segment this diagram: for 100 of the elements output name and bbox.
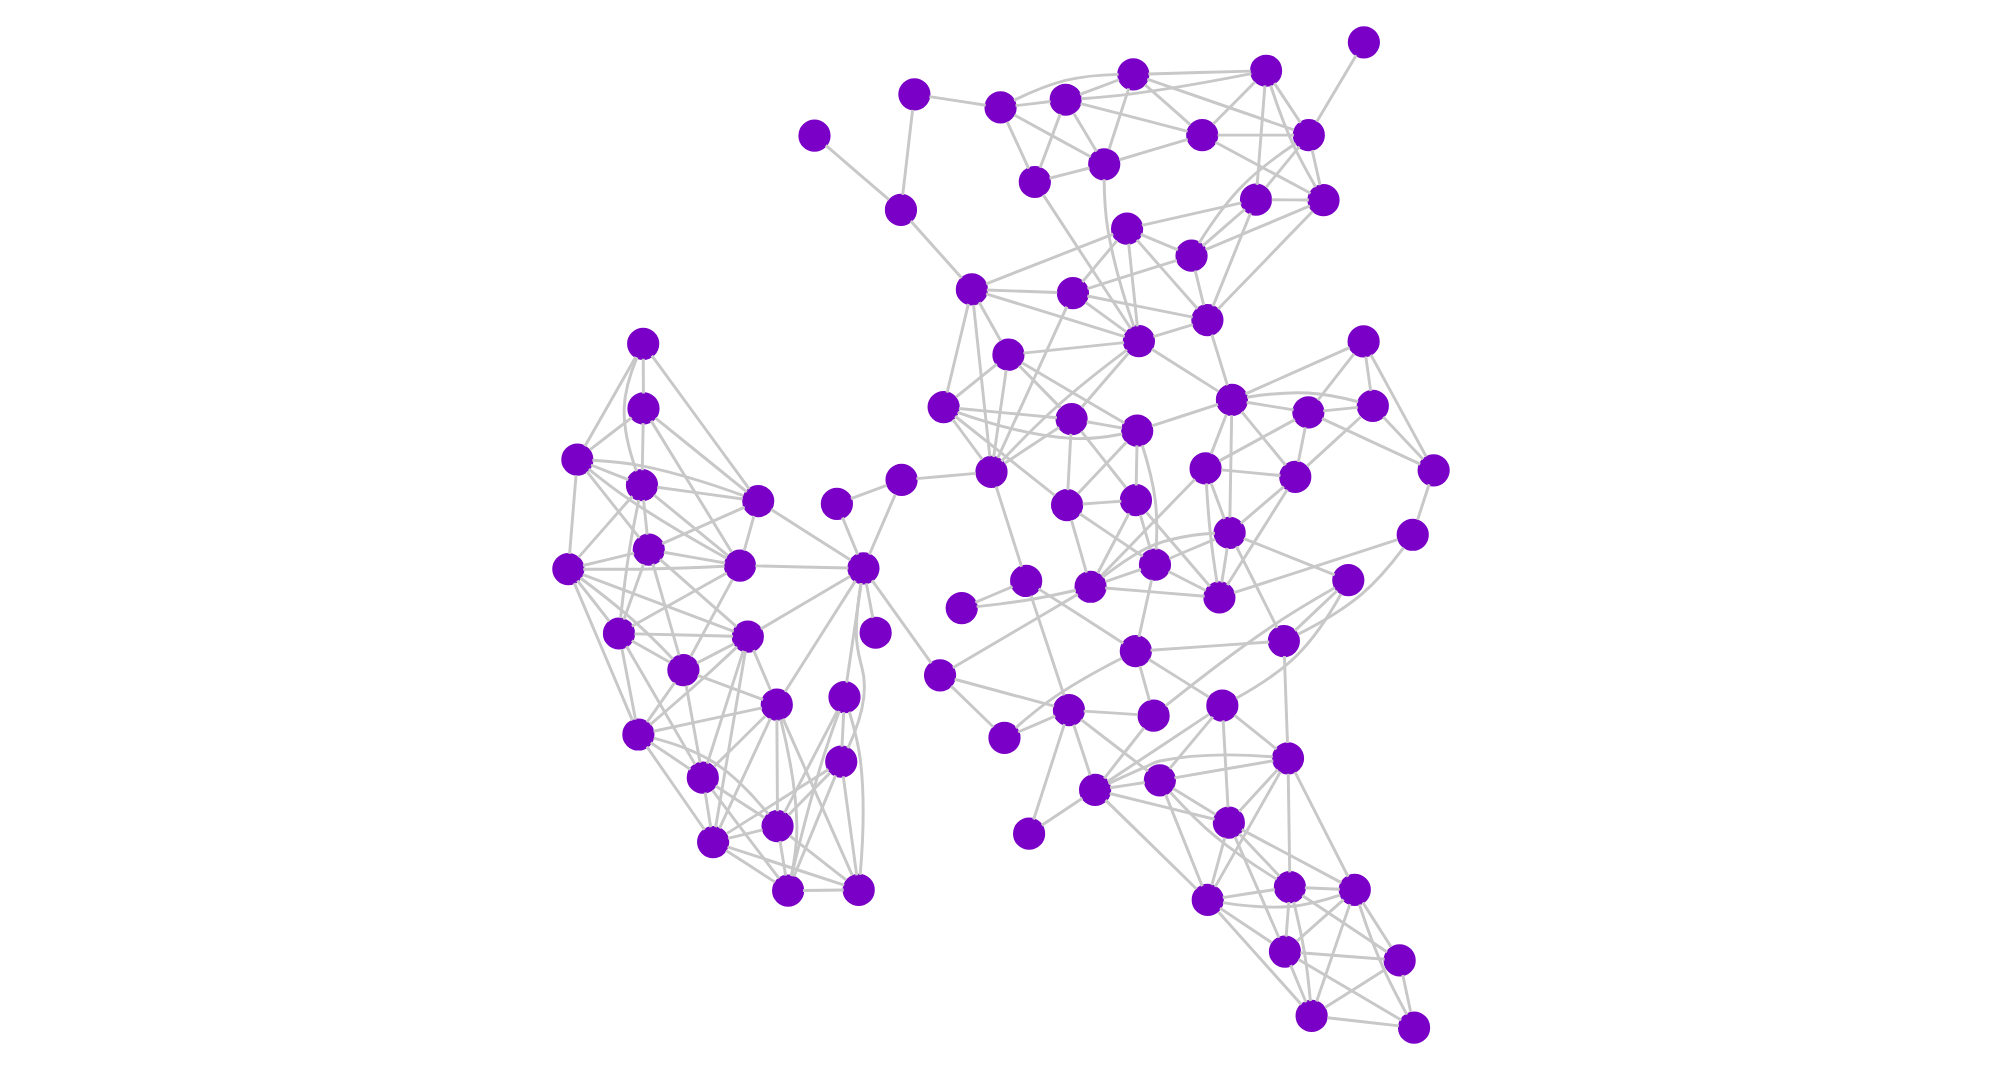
connector [759, 574, 850, 631]
connector [1004, 121, 1030, 170]
connector [900, 109, 914, 195]
connector [704, 650, 744, 765]
connector [581, 573, 734, 633]
connector [713, 784, 765, 819]
connector [867, 493, 896, 556]
node-circle [1306, 184, 1339, 217]
connector [724, 849, 775, 884]
connector [1139, 233, 1178, 252]
connector [1285, 773, 1291, 873]
connector [1069, 519, 1087, 573]
connector [949, 685, 994, 729]
connector [578, 576, 673, 660]
connector [1078, 78, 1119, 96]
connector [1281, 655, 1288, 743]
connector [652, 493, 728, 557]
connector [726, 845, 844, 887]
connector [1227, 415, 1233, 518]
connector [928, 95, 985, 107]
connector [823, 144, 889, 201]
connector [1238, 485, 1284, 525]
connector [1163, 794, 1203, 887]
node-circle [1120, 414, 1153, 447]
connector [618, 499, 640, 619]
node-circle [666, 654, 699, 687]
connector [1075, 440, 1127, 495]
node-circle [824, 745, 857, 778]
connector [1099, 478, 1196, 577]
connector [1295, 898, 1344, 942]
node-circle [722, 549, 756, 582]
node-circle [1185, 119, 1218, 152]
connector [1106, 753, 1272, 785]
connector [1012, 113, 1091, 159]
connector [1041, 194, 1131, 330]
connector [1272, 82, 1301, 124]
connector [1143, 83, 1191, 126]
node-circle [1055, 277, 1089, 310]
node-circle [1331, 564, 1364, 597]
connector [1168, 791, 1277, 881]
node-circle [1211, 806, 1244, 839]
connector [1108, 781, 1145, 790]
node-circle [1188, 452, 1221, 485]
connector [1240, 828, 1341, 884]
node-circle [759, 688, 792, 721]
connector [1326, 1016, 1399, 1028]
connector [584, 470, 640, 539]
connector [1147, 658, 1209, 699]
connector [953, 677, 1054, 708]
connector [683, 685, 701, 763]
node-circle [626, 327, 659, 360]
connector [1243, 346, 1350, 396]
connector [1320, 417, 1420, 466]
node-circle [631, 533, 664, 566]
connector [1196, 142, 1296, 244]
connector [1245, 391, 1358, 404]
connector [1036, 587, 1124, 645]
connector [1314, 903, 1351, 1002]
connector [908, 220, 962, 279]
node-circle [991, 338, 1024, 371]
node-circle [771, 874, 804, 907]
connector [724, 768, 829, 835]
connector [648, 741, 691, 771]
connector [995, 306, 1068, 459]
connector [1296, 958, 1401, 1022]
connector [641, 499, 648, 535]
connector [640, 358, 644, 394]
connector [1220, 468, 1280, 477]
node-circle [1136, 699, 1169, 732]
node-circle [1190, 883, 1223, 917]
connector [1137, 665, 1150, 702]
connector [1117, 138, 1188, 162]
connector [660, 505, 745, 545]
connector [1163, 586, 1335, 708]
connector [1216, 133, 1293, 137]
connector [1079, 352, 1129, 409]
connector [1221, 888, 1275, 900]
connector [1101, 179, 1135, 328]
connector [1167, 715, 1213, 770]
connector [985, 288, 1057, 295]
connector [571, 582, 633, 721]
node-circle [1266, 624, 1299, 658]
connector [1017, 364, 1061, 409]
connector [639, 423, 644, 471]
connector [846, 711, 864, 875]
node-circle [983, 91, 1016, 124]
connector [1254, 85, 1266, 185]
connector [1136, 579, 1153, 638]
connector [845, 582, 865, 749]
connector [1147, 69, 1250, 76]
connector [751, 649, 771, 691]
connector [1080, 72, 1251, 101]
connector [863, 582, 874, 619]
node-circle [1294, 999, 1327, 1033]
node-circle [624, 469, 658, 502]
connector [999, 348, 1127, 463]
connector [754, 564, 848, 570]
connector [1295, 427, 1306, 463]
node-circle [1110, 212, 1143, 245]
connector [1200, 208, 1245, 247]
